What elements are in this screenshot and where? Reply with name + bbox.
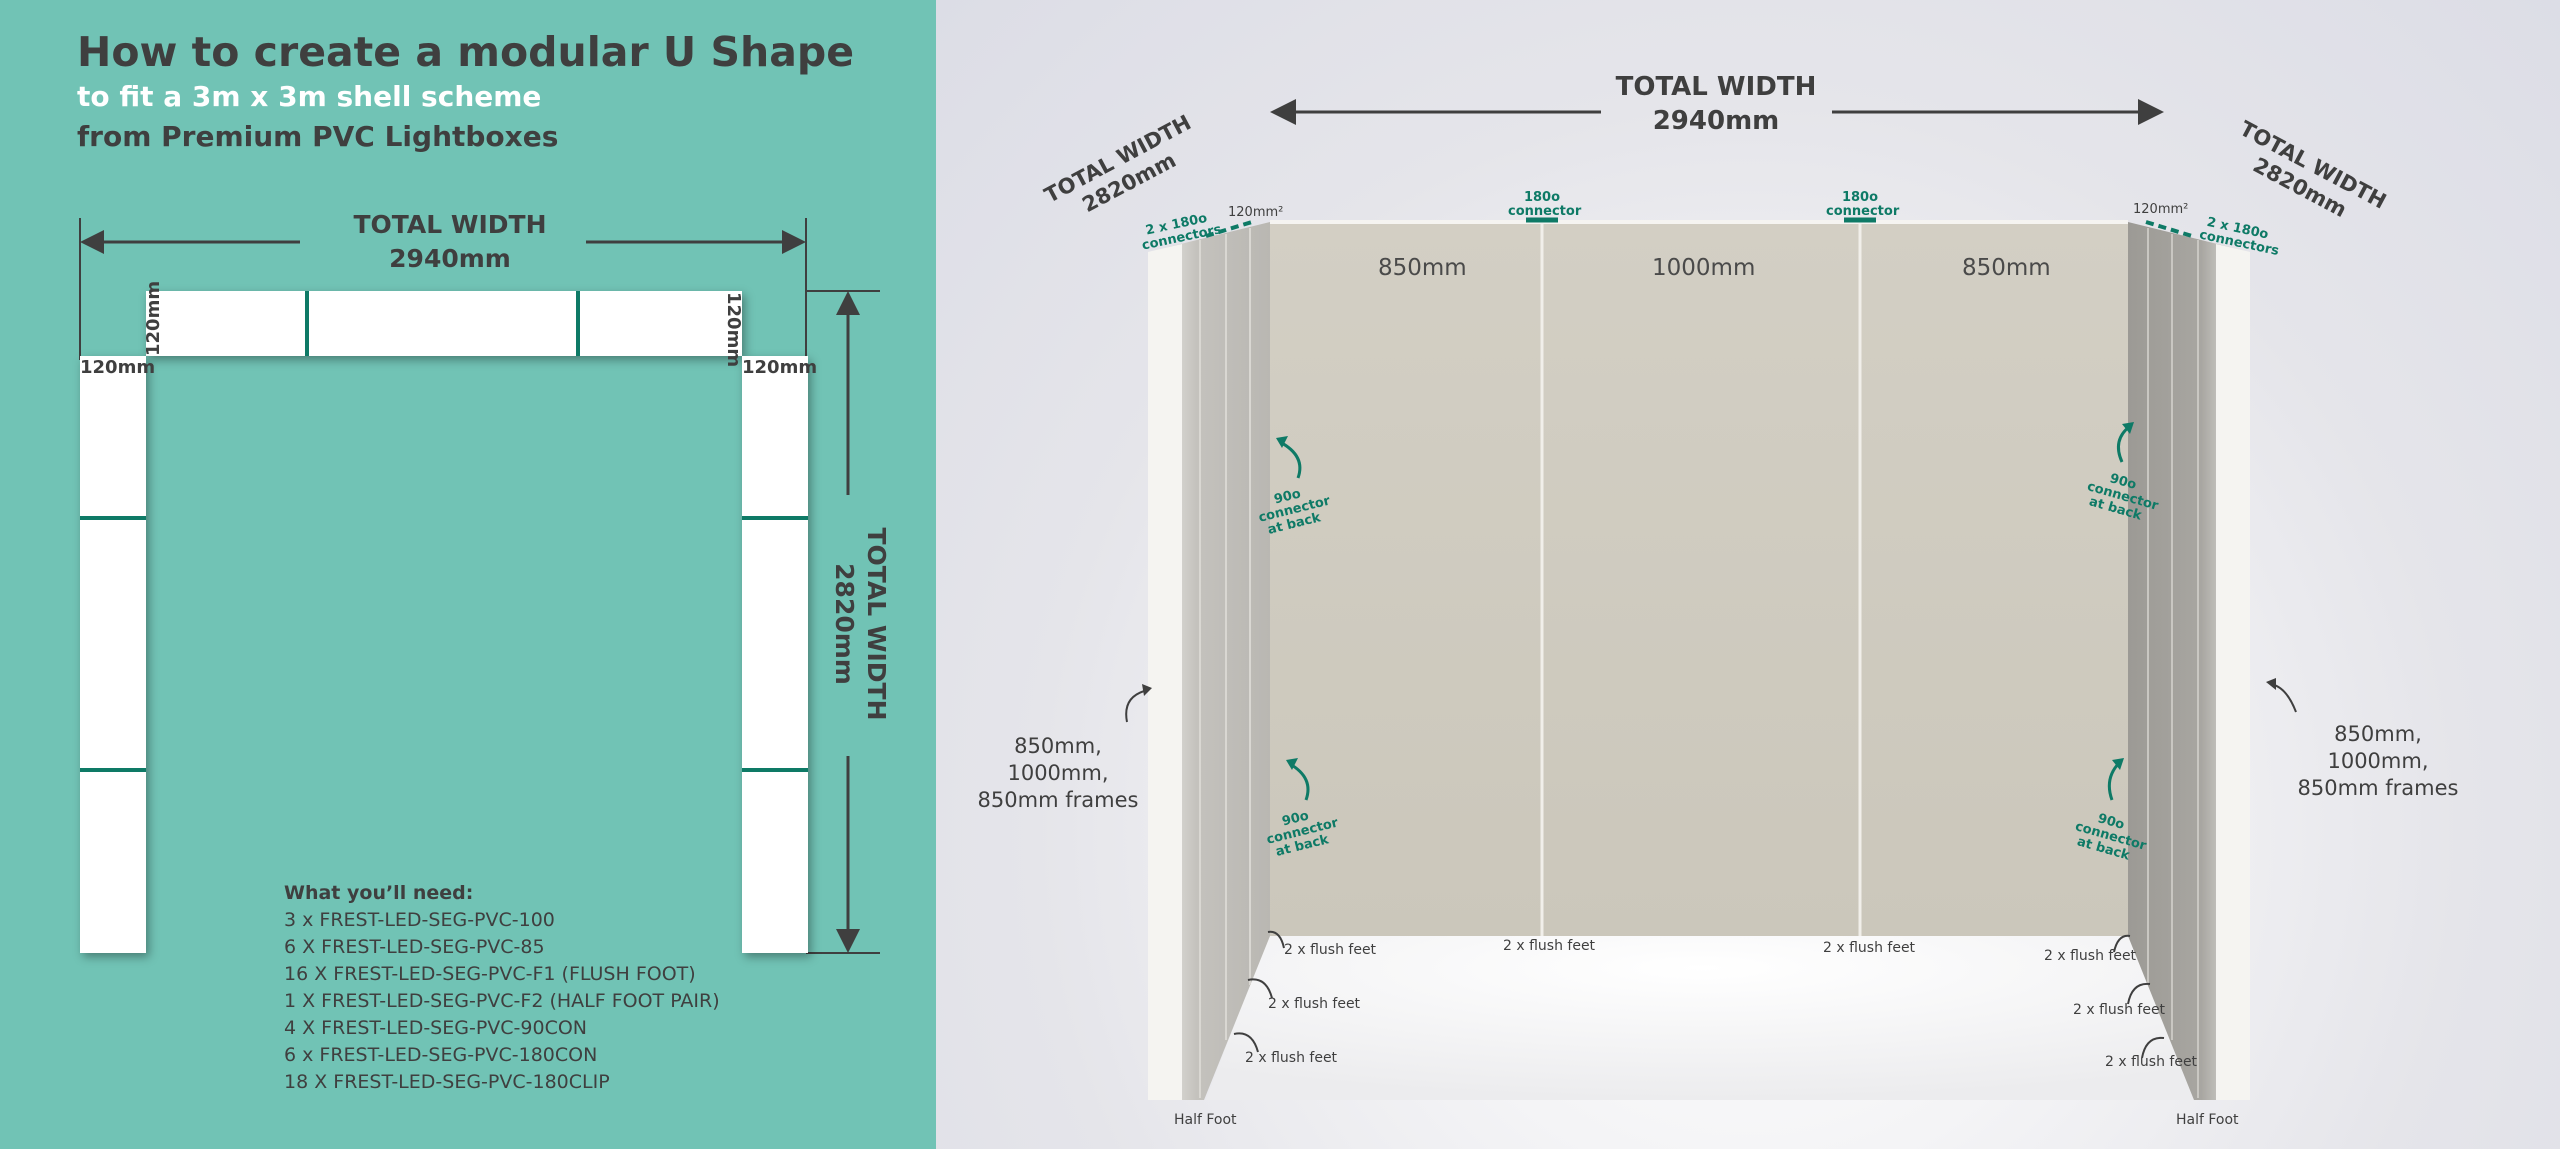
render-frames-arrowhead-right bbox=[2266, 678, 2276, 690]
plan-seam-back-1 bbox=[305, 291, 309, 356]
render-right-frame-edge bbox=[2216, 244, 2250, 1100]
render-view-panel: TOTAL WIDTH 2940mm TOTAL WIDTH 2820mm TO… bbox=[936, 0, 2560, 1149]
parts-list-item: 1 X FREST-LED-SEG-PVC-F2 (HALF FOOT PAIR… bbox=[284, 990, 720, 1012]
render-90-connector-arrowhead-2 bbox=[1286, 758, 1298, 770]
render-width-arrowhead-left bbox=[1270, 99, 1296, 125]
page-subtitle-shell: to fit a 3m x 3m shell scheme bbox=[77, 80, 542, 113]
plan-seam-back-2 bbox=[576, 291, 580, 356]
plan-seam-left-1 bbox=[80, 516, 146, 520]
plan-corner-label-right-top: 120mm bbox=[723, 292, 744, 368]
plan-corner-label-right-side: 120mm bbox=[742, 357, 818, 378]
render-feet-arrow-3 bbox=[1233, 1032, 1259, 1053]
render-feet-arrow-4 bbox=[2113, 934, 2131, 953]
render-90-connector-arrow-1 bbox=[1279, 440, 1302, 479]
plan-depth-arrowhead-top bbox=[836, 291, 860, 315]
render-flush-feet-label-7: 2 x flush feet bbox=[2073, 1002, 2166, 1018]
plan-width-arrowhead-right bbox=[782, 230, 806, 254]
plan-back-wall bbox=[146, 291, 742, 356]
parts-list-item: 6 X FREST-LED-SEG-PVC-85 bbox=[284, 936, 545, 958]
render-width-arrowhead-right bbox=[2138, 99, 2164, 125]
render-flush-feet-label-5: 2 x flush feet bbox=[1823, 940, 1916, 956]
parts-list-title: What you’ll need: bbox=[284, 882, 474, 904]
render-180-connector-mark-right bbox=[2145, 220, 2193, 238]
parts-list-item: 16 X FREST-LED-SEG-PVC-F1 (FLUSH FOOT) bbox=[284, 963, 696, 985]
render-180-connector-label-1: 180o connector bbox=[1508, 190, 1582, 219]
parts-list-item: 18 X FREST-LED-SEG-PVC-180CLIP bbox=[284, 1071, 610, 1093]
plan-width-label: TOTAL WIDTH 2940mm bbox=[340, 208, 560, 276]
render-corner-label-left: 120mm² bbox=[1228, 205, 1284, 220]
plan-corner-label-left-side: 120mm bbox=[80, 357, 156, 378]
render-feet-arrow-5 bbox=[2127, 982, 2151, 1005]
parts-list-item: 6 x FREST-LED-SEG-PVC-180CON bbox=[284, 1044, 598, 1066]
render-frames-label-right: 850mm, 1000mm, 850mm frames bbox=[2297, 722, 2459, 800]
render-panel-left-dim: 850mm bbox=[1378, 255, 1467, 281]
plan-right-wall bbox=[742, 356, 808, 953]
render-illustration bbox=[1125, 99, 2297, 1100]
render-flush-feet-label-3: 2 x flush feet bbox=[1245, 1050, 1338, 1066]
render-half-foot-label-left: Half Foot bbox=[1174, 1112, 1237, 1128]
parts-list-item: 4 X FREST-LED-SEG-PVC-90CON bbox=[284, 1017, 588, 1039]
render-flush-feet-label-1: 2 x flush feet bbox=[1284, 942, 1377, 958]
plan-seam-right-2 bbox=[742, 768, 808, 772]
render-90-connector-arrowhead-1 bbox=[1276, 436, 1288, 448]
plan-depth-value: 2820mm bbox=[830, 563, 859, 685]
render-180-connector-label-2: 180o connector bbox=[1826, 190, 1900, 219]
plan-width-value: 2940mm bbox=[389, 244, 511, 273]
render-flush-feet-label-8: 2 x flush feet bbox=[2105, 1054, 2198, 1070]
render-half-foot-label-right: Half Foot bbox=[2176, 1112, 2239, 1128]
render-panel-center-dim: 1000mm bbox=[1652, 255, 1756, 281]
plan-dimension-lines bbox=[79, 218, 880, 954]
render-width-label: TOTAL WIDTH 2940mm bbox=[1576, 70, 1856, 138]
render-90-connector-arrowhead-4 bbox=[2112, 758, 2124, 770]
render-width-label-text: TOTAL WIDTH bbox=[1615, 72, 1817, 102]
plan-depth-label-text: TOTAL WIDTH bbox=[862, 527, 891, 721]
parts-list: What you’ll need: 3 x FREST-LED-SEG-PVC-… bbox=[284, 880, 720, 1096]
render-180-connector-mark-left bbox=[1205, 220, 1253, 238]
render-feet-arrow-6 bbox=[2141, 1036, 2165, 1059]
render-floor bbox=[1206, 935, 2200, 1100]
plan-width-label-text: TOTAL WIDTH bbox=[353, 210, 547, 239]
plan-seam-right-1 bbox=[742, 516, 808, 520]
render-flush-feet-label-4: 2 x flush feet bbox=[1503, 938, 1596, 954]
plan-view-panel: How to create a modular U Shape to fit a… bbox=[0, 0, 936, 1149]
render-frames-label-left: 850mm, 1000mm, 850mm frames bbox=[977, 734, 1139, 812]
page-subtitle-material: from Premium PVC Lightboxes bbox=[77, 120, 559, 153]
render-corner-label-right: 120mm² bbox=[2133, 202, 2189, 217]
render-frames-arrowhead-left bbox=[1142, 684, 1152, 696]
plan-width-arrowhead-left bbox=[80, 230, 104, 254]
render-flush-feet-label-6: 2 x flush feet bbox=[2044, 948, 2137, 964]
render-width-value: 2940mm bbox=[1652, 106, 1780, 136]
plan-corner-label-left-top: 120mm bbox=[143, 280, 164, 356]
render-feet-arrow-2 bbox=[1247, 978, 1273, 999]
parts-list-item: 3 x FREST-LED-SEG-PVC-100 bbox=[284, 909, 555, 931]
plan-seam-left-2 bbox=[80, 768, 146, 772]
render-flush-feet-label-2: 2 x flush feet bbox=[1268, 996, 1361, 1012]
render-back-wall bbox=[1270, 222, 2128, 936]
plan-depth-arrowhead-bottom bbox=[836, 929, 860, 953]
render-left-frame-edge bbox=[1148, 244, 1182, 1100]
render-90-connector-arrowhead-3 bbox=[2122, 422, 2134, 434]
page-title: How to create a modular U Shape bbox=[77, 28, 855, 76]
render-panel-right-dim: 850mm bbox=[1962, 255, 2051, 281]
render-feet-arrow-1 bbox=[1267, 930, 1285, 949]
plan-depth-label: TOTAL WIDTH 2820mm bbox=[828, 494, 892, 754]
plan-left-wall bbox=[80, 356, 146, 953]
